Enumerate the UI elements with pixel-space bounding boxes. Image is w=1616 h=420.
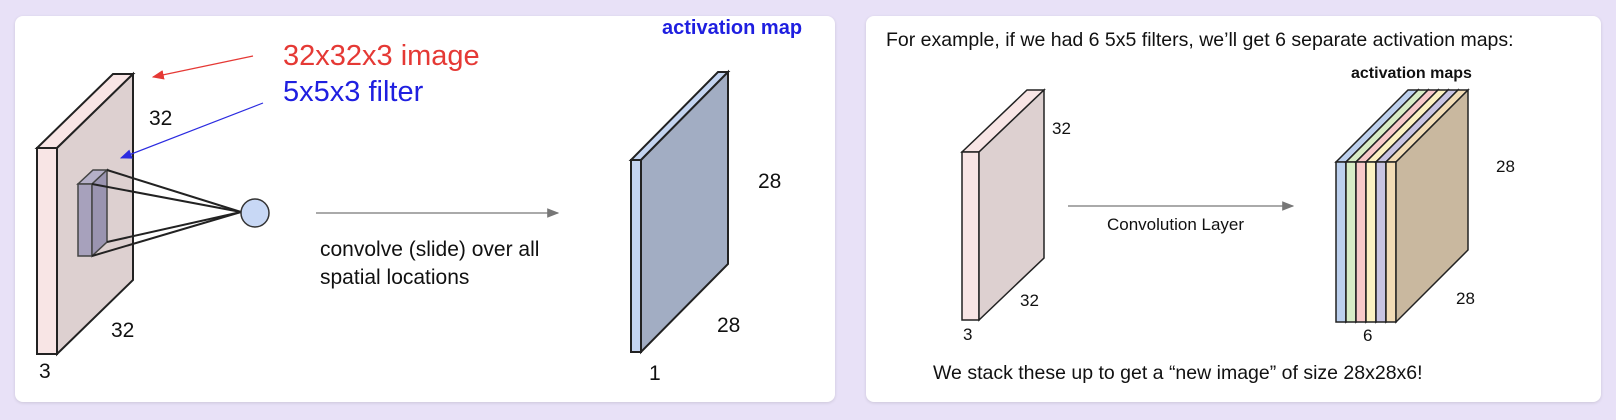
filter-to-neuron-lines (91, 169, 242, 257)
activation-map-6 (1384, 88, 1470, 324)
multi-filter-diagram (960, 88, 1470, 324)
image-width-label: 32 (1020, 291, 1039, 310)
footer: We stack these up to get a “new image” o… (933, 362, 1423, 384)
map-height-label: 28 (758, 170, 782, 193)
image-label-arrow (151, 55, 254, 80)
operation-text-line2: spatial locations (320, 266, 470, 289)
activation-map (628, 69, 731, 355)
corner-label: activation map (662, 17, 803, 39)
image-height-label: 32 (149, 107, 173, 130)
map-width-label: 28 (717, 314, 741, 337)
image-label: 32x32x3 image (283, 40, 480, 72)
right-slide: For example, if we had 6 5x5 filters, we… (866, 16, 1601, 402)
filter-patch (76, 168, 109, 258)
input-volume (960, 88, 1046, 322)
map-depth-label: 1 (649, 362, 661, 385)
headline: For example, if we had 6 5x5 filters, we… (886, 29, 1514, 51)
arrow-label: Convolution Layer (1107, 215, 1245, 234)
image-depth-label: 3 (39, 360, 51, 383)
activation-map-stack (1334, 88, 1470, 324)
maps-depth-label: 6 (1363, 326, 1373, 345)
filter-label: 5x5x3 filter (283, 76, 424, 108)
filter-label-arrow (119, 102, 264, 159)
maps-width-label: 28 (1456, 289, 1475, 308)
operation-text-line1: convolve (slide) over all (320, 238, 540, 261)
maps-height-label: 28 (1496, 157, 1515, 176)
single-filter-diagram (34, 55, 731, 357)
image-width-label: 32 (111, 319, 135, 342)
left-slide: activation map 32x32x3 image 5x5x3 filte… (15, 16, 835, 402)
maps-title: activation maps (1351, 65, 1472, 82)
output-neuron (240, 198, 270, 228)
image-height-label: 32 (1052, 119, 1071, 138)
image-depth-label: 3 (963, 325, 973, 344)
